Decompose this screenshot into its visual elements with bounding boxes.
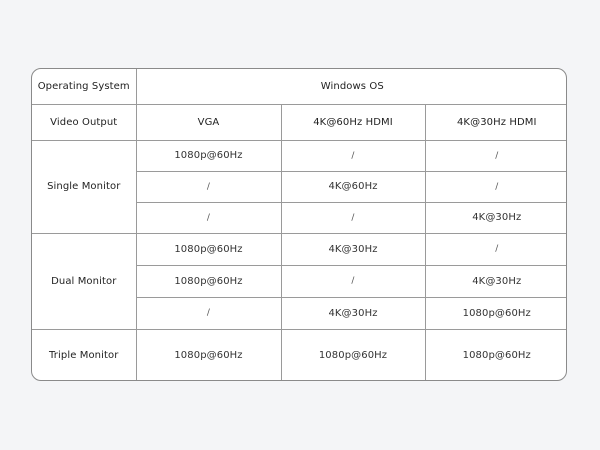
table-cell: / [424,139,566,172]
column-header-4k60-hdmi: 4K@60Hz HDMI [280,103,426,141]
table-cell: 1080p@60Hz [135,232,282,266]
group-label-dual-monitor: Dual Monitor [32,232,137,330]
compatibility-table-card: Operating System Windows OS Video Output… [31,68,567,381]
table-cell: 4K@30Hz [280,296,426,330]
table-row: Dual Monitor 1080p@60Hz 4K@30Hz / [32,232,566,330]
table-cell: 1080p@60Hz [280,328,426,380]
table-cell: 1080p@60Hz [136,264,282,298]
table-cell: / [136,296,282,330]
group-label-triple-monitor: Triple Monitor [32,328,137,380]
compatibility-table: Operating System Windows OS Video Output… [32,69,566,380]
header-row-os: Operating System Windows OS [32,69,566,105]
video-output-label: Video Output [32,103,137,141]
table-cell: / [136,170,282,203]
table-cell: 4K@60Hz [280,170,426,203]
table-cell: 1080p@60Hz [424,328,566,380]
table-cell: 4K@30Hz [424,201,566,234]
table-row: Triple Monitor 1080p@60Hz 1080p@60Hz 108… [32,328,566,380]
table-cell: / [280,264,426,298]
column-header-vga: VGA [135,103,282,141]
table-cell: / [424,232,566,266]
table-cell: 1080p@60Hz [135,139,282,172]
os-value: Windows OS [135,69,566,105]
column-header-4k30-hdmi: 4K@30Hz HDMI [424,103,566,141]
os-label: Operating System [32,69,137,105]
table-cell: / [424,170,566,203]
group-label-single-monitor: Single Monitor [32,139,137,234]
table-cell: / [136,201,282,234]
header-row-video-output: Video Output VGA 4K@60Hz HDMI 4K@30Hz HD… [32,103,566,141]
table-cell: 1080p@60Hz [424,296,566,330]
table-row: 1080p@60Hz / 4K@30Hz [32,264,566,298]
table-cell: 4K@30Hz [424,264,566,298]
table-cell: 1080p@60Hz [135,328,282,380]
table-cell: 4K@30Hz [280,232,426,266]
table-cell: / [280,201,426,234]
table-cell: / [280,139,426,172]
table-row: Single Monitor 1080p@60Hz / / [32,139,566,234]
